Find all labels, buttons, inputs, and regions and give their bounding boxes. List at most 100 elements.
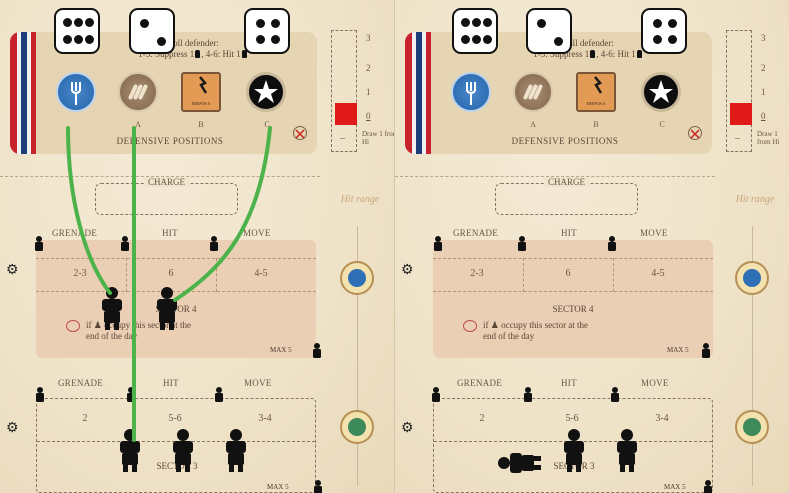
sector-name: SECTOR 4: [513, 304, 633, 314]
token-label-b: B: [191, 120, 211, 129]
column-move: MOVE: [244, 378, 272, 388]
range-token-blue[interactable]: [340, 261, 374, 295]
track-number: 2: [366, 63, 371, 73]
norway-flag-icon: [10, 32, 36, 154]
token-caption: DEEPOS A: [185, 101, 217, 106]
roll-line-2b: , 4-6: Hit 1: [596, 49, 636, 59]
cell-hit: 6: [538, 268, 598, 279]
suppression-marker[interactable]: [335, 103, 357, 125]
star-icon[interactable]: [641, 72, 681, 112]
heart-icon: [66, 320, 80, 332]
column-hit: HIT: [163, 378, 179, 388]
range-token-blue[interactable]: [735, 261, 769, 295]
track-number: 1: [761, 87, 766, 97]
cell-move: 3-4: [235, 413, 295, 424]
column-grenade: GRENADE: [52, 228, 97, 238]
cell-grenade: 2-3: [50, 268, 110, 279]
die-six: [54, 8, 100, 54]
max-label: MAX 5: [267, 483, 289, 491]
broken-position-icon[interactable]: DEEPOS A: [576, 72, 616, 112]
draw-instruction: Draw 1 from Hi: [757, 130, 789, 146]
token-label-c: C: [257, 120, 277, 129]
track-minus: –: [735, 133, 740, 144]
bullets-icon[interactable]: [513, 72, 553, 112]
column-hit: HIT: [561, 228, 577, 238]
desc-text: if: [86, 320, 92, 330]
desc-text: end of the day: [483, 331, 534, 341]
charge-box[interactable]: CHARGE: [95, 183, 238, 215]
sector-name: SECTOR 3: [117, 461, 237, 471]
fork-icon[interactable]: [56, 72, 96, 112]
gear-icon: ⚙: [401, 262, 414, 279]
token-label-b: B: [586, 120, 606, 129]
soldier-icon: [637, 50, 642, 58]
max-label: MAX 5: [270, 346, 292, 354]
cancel-icon[interactable]: [293, 126, 307, 140]
soldier-icon: [195, 50, 200, 58]
die-two: [526, 8, 572, 54]
gear-icon: ⚙: [6, 420, 19, 437]
range-token-green[interactable]: [735, 410, 769, 444]
range-token-green[interactable]: [340, 410, 374, 444]
column-grenade: GRENADE: [58, 378, 103, 388]
roll-line-2b: , 4-6: Hit 1: [201, 49, 241, 59]
suppression-marker[interactable]: [730, 103, 752, 125]
charge-label: CHARGE: [144, 177, 189, 187]
cell-move: 3-4: [632, 413, 692, 424]
token-label-a: A: [128, 120, 148, 129]
cell-hit: 6: [141, 268, 201, 279]
token-label-a: A: [523, 120, 543, 129]
desc-text: occupy this sector at the: [104, 320, 191, 330]
die-six: [452, 8, 498, 54]
charge-label: CHARGE: [544, 177, 589, 187]
cell-hit: 5-6: [542, 413, 602, 424]
desc-text: end of the day: [86, 331, 137, 341]
draw-instruction: Draw 1 from Hi: [362, 130, 394, 146]
sector-3[interactable]: 2 5-6 3-4 SECTOR 3 MAX 5: [433, 398, 713, 493]
max-label: MAX 5: [667, 346, 689, 354]
die-four: [641, 8, 687, 54]
track-number: 3: [366, 33, 371, 43]
hit-range-label: Hit range: [340, 194, 380, 205]
track-number: 0: [366, 111, 371, 121]
defensive-positions-title: DEFENSIVE POSITIONS: [465, 136, 665, 146]
fork-icon[interactable]: [451, 72, 491, 112]
suppression-track: 3 2 1 0 –: [726, 30, 752, 152]
desc-text: occupy this sector at the: [501, 320, 588, 330]
column-grenade: GRENADE: [453, 228, 498, 238]
sector-3[interactable]: 2 5-6 3-4 SECTOR 3 MAX 5: [36, 398, 316, 493]
gear-icon: ⚙: [6, 262, 19, 279]
suppression-track: 3 2 1 0 –: [331, 30, 357, 152]
cell-move: 4-5: [628, 268, 688, 279]
desc-text: if: [483, 320, 489, 330]
cell-grenade: 2-3: [447, 268, 507, 279]
column-hit: HIT: [561, 378, 577, 388]
column-move: MOVE: [641, 378, 669, 388]
cell-grenade: 2: [452, 413, 512, 424]
defensive-positions-title: DEFENSIVE POSITIONS: [70, 136, 270, 146]
track-number: 0: [761, 111, 766, 121]
cell-move: 4-5: [231, 268, 291, 279]
track-minus: –: [340, 133, 345, 144]
gear-icon: ⚙: [401, 420, 414, 437]
column-move: MOVE: [640, 228, 668, 238]
track-number: 3: [761, 33, 766, 43]
charge-box[interactable]: CHARGE: [495, 183, 638, 215]
cell-hit: 5-6: [145, 413, 205, 424]
heart-icon: [463, 320, 477, 332]
bullets-icon[interactable]: [118, 72, 158, 112]
sector-4[interactable]: 2-3 6 4-5 SECTOR 4 if ♟ occupy this sect…: [433, 240, 713, 358]
norway-flag-icon: [405, 32, 431, 154]
track-number: 2: [761, 63, 766, 73]
token-label-c: C: [652, 120, 672, 129]
hit-range-label: Hit range: [735, 194, 775, 205]
cancel-icon[interactable]: [688, 126, 702, 140]
broken-position-icon[interactable]: DEEPOS A: [181, 72, 221, 112]
sector-name: SECTOR 3: [514, 461, 634, 471]
star-icon[interactable]: [246, 72, 286, 112]
sector-4[interactable]: 2-3 6 4-5 SECTOR 4 if ♟ occupy this sect…: [36, 240, 316, 358]
soldier-icon: [590, 50, 595, 58]
right-board-panel: Roll defender: 1-3: Suppress 1, 4-6: Hit…: [395, 0, 789, 493]
max-label: MAX 5: [664, 483, 686, 491]
left-board-panel: Roll defender: 1-3: Suppress 1, 4-6: Hit…: [0, 0, 394, 493]
